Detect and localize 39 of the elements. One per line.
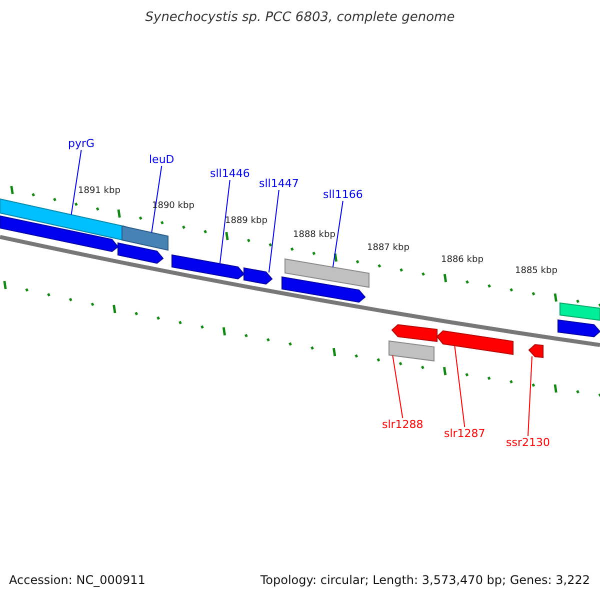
leader-line	[70, 150, 82, 216]
scale-label: 1888 kbp	[293, 231, 336, 240]
gene-feature	[244, 267, 273, 285]
gene-feature	[118, 242, 164, 264]
gene-feature	[436, 330, 514, 355]
gene-bar	[560, 302, 600, 321]
gene-feature	[0, 215, 119, 252]
scale-label: 1886 kbp	[441, 256, 484, 265]
gene-feature	[558, 319, 600, 338]
leader-line	[528, 356, 532, 436]
leader-line	[392, 354, 404, 418]
leader-line	[332, 200, 344, 268]
gene-label: slr1287	[444, 428, 486, 439]
gene-bar	[0, 198, 126, 242]
leader-line	[268, 190, 280, 273]
gene-feature	[528, 344, 544, 358]
gene-label: sll1447	[259, 178, 299, 189]
gene-label: ssr2130	[506, 437, 550, 448]
diagram-title: Synechocystis sp. PCC 6803, complete genome	[144, 11, 456, 24]
gene-bar	[122, 225, 168, 251]
gene-bar	[388, 340, 434, 362]
gene-feature	[172, 254, 245, 280]
scale-label: 1885 kbp	[515, 267, 558, 276]
scale-label: 1887 kbp	[367, 244, 410, 253]
leader-line	[151, 166, 162, 234]
gene-feature	[282, 276, 366, 303]
gene-label: leuD	[149, 154, 174, 165]
gene-bar	[284, 258, 370, 288]
leader-line	[454, 345, 466, 428]
gene-feature	[391, 324, 438, 342]
scale-label: 1891 kbp	[78, 187, 120, 196]
scale-label: 1889 kbp	[225, 217, 268, 226]
gene-label: sll1446	[210, 168, 250, 179]
leader-line	[219, 180, 230, 264]
gene-label: sll1166	[323, 189, 363, 200]
footer-text: Accession: NC_000911	[9, 574, 146, 586]
footer-text: Topology: circular; Length: 3,573,470 bp; Genes: 3,222	[260, 574, 590, 586]
gene-label: pyrG	[68, 138, 95, 149]
gene-label: slr1288	[382, 419, 424, 430]
